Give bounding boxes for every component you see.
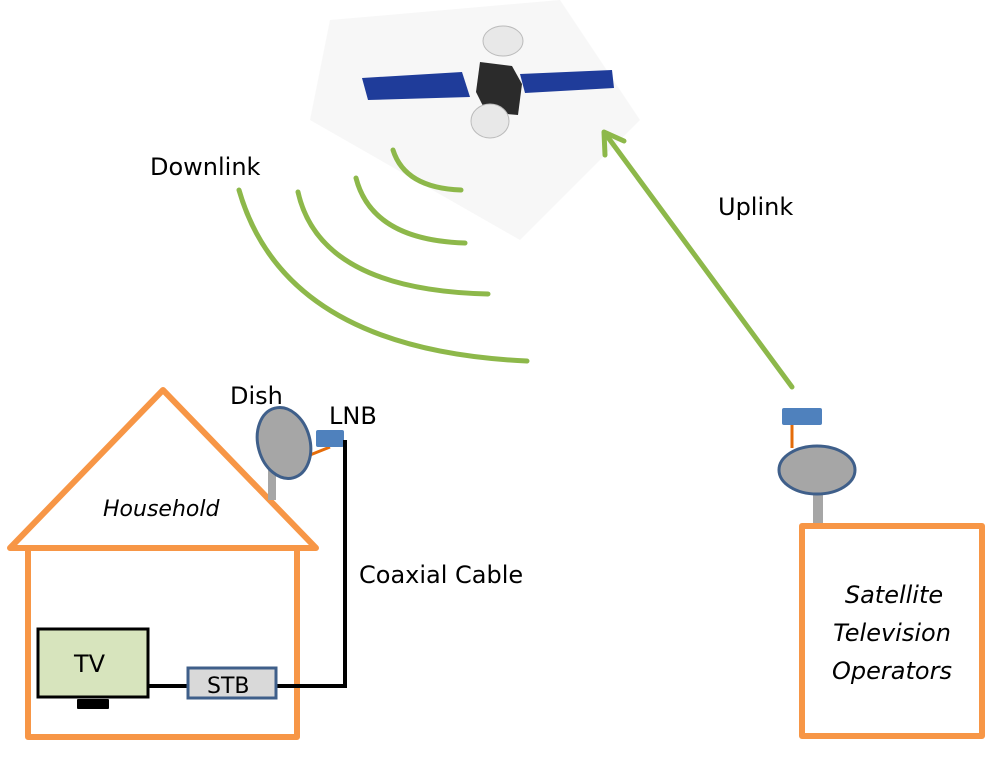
household-dish-icon <box>255 406 344 500</box>
tv-icon <box>36 627 150 709</box>
lnb-label: LNB <box>329 402 377 430</box>
stb-box <box>186 666 278 700</box>
tv-label: TV <box>73 650 106 678</box>
dish-label: Dish <box>230 382 283 410</box>
satellite-body <box>476 62 522 115</box>
operators-label-line2: Television <box>833 619 951 647</box>
operator-dish-icon <box>777 408 857 526</box>
solar-panel-right <box>520 70 614 93</box>
antenna-dish-top <box>482 25 524 57</box>
house-walls <box>25 548 300 740</box>
solar-panel-left <box>362 72 470 100</box>
uplink-arrow <box>601 129 795 390</box>
coaxial-cable <box>275 440 347 688</box>
operators-label-line1: Satellite <box>845 581 943 609</box>
lnb-icon <box>316 430 344 447</box>
satellite-icon <box>362 25 614 139</box>
downlink-arc-2 <box>295 189 491 297</box>
household-label: Household <box>103 497 220 522</box>
uplink-label: Uplink <box>718 193 793 221</box>
antenna-dish-bottom <box>470 103 510 139</box>
downlink-arc-4 <box>390 147 464 193</box>
operators-label-line3: Operators <box>832 657 952 685</box>
downlink-arc-3 <box>353 175 468 246</box>
downlink-label: Downlink <box>150 153 261 181</box>
household-house <box>7 387 319 740</box>
operator-lnb-icon <box>782 408 822 425</box>
downlink-signal <box>236 147 530 364</box>
house-roof <box>7 387 319 551</box>
coaxial-cable-label: Coaxial Cable <box>359 561 523 589</box>
downlink-arc-1 <box>236 187 530 364</box>
operators-box <box>799 523 985 739</box>
stb-label: STB <box>207 674 250 699</box>
